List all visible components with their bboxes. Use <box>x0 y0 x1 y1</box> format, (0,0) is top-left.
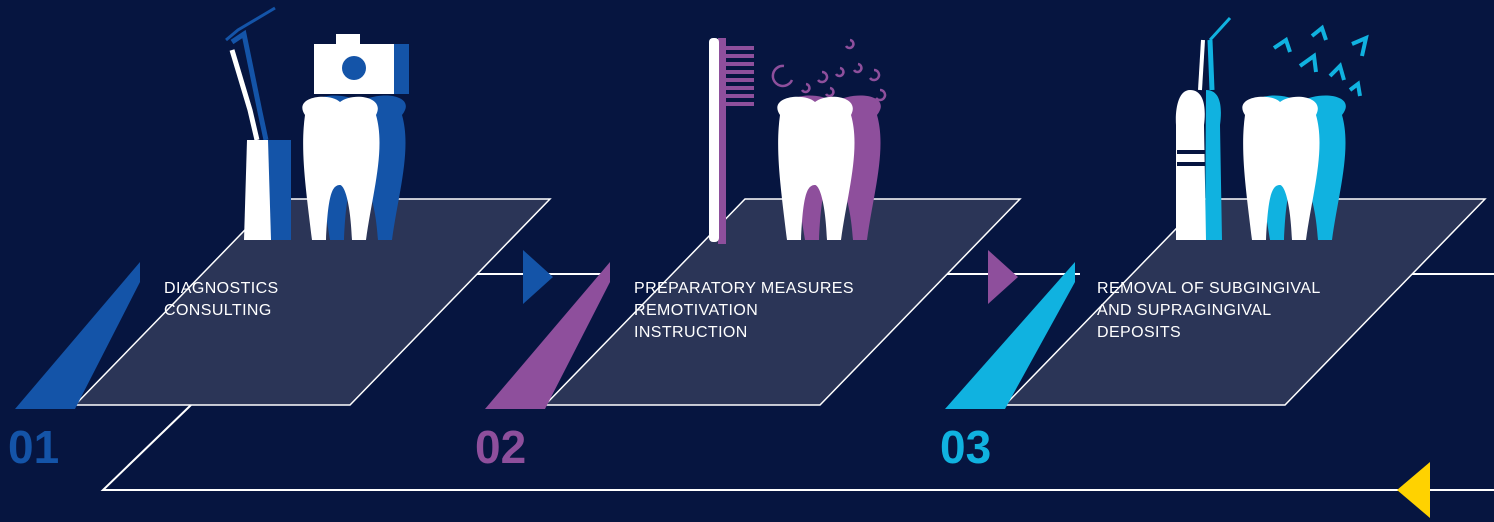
step-panel <box>1003 198 1487 406</box>
tooth-icon <box>777 95 881 240</box>
step-label-line: INSTRUCTION <box>634 324 748 341</box>
step-label-line: AND SUPRAGINGIVAL <box>1097 302 1272 319</box>
camera-icon <box>314 34 409 94</box>
arrow-right-icon <box>523 250 553 304</box>
step-label-line: DIAGNOSTICS <box>164 280 279 297</box>
step-panel <box>543 198 1022 406</box>
step-2-label: PREPARATORY MEASURES REMOTIVATION INSTRU… <box>634 278 854 344</box>
step-label-line: REMOTIVATION <box>634 302 759 319</box>
step-1 <box>15 6 552 409</box>
step-3-number: 03 <box>940 421 992 473</box>
step-panel <box>73 198 552 406</box>
step-label-line: DEPOSITS <box>1097 324 1182 341</box>
ultrasonic-scaler-icon <box>1175 16 1232 240</box>
step-accent <box>15 262 140 409</box>
toothbrush-icon <box>709 38 754 244</box>
return-path-line <box>100 404 1494 491</box>
step-3 <box>945 16 1487 409</box>
arrow-left-icon <box>1397 462 1430 518</box>
step-3-label: REMOVAL OF SUBGINGIVAL AND SUPRAGINGIVAL… <box>1097 278 1321 344</box>
bubbles-icon <box>771 38 887 102</box>
step-2-number: 02 <box>475 421 527 473</box>
tooth-icon <box>1242 95 1346 240</box>
step-1-number: 01 <box>8 421 60 473</box>
arrow-right-icon <box>988 250 1018 304</box>
step-label-line: CONSULTING <box>164 302 272 319</box>
dental-scaler-icon <box>225 6 291 240</box>
step-label-line: REMOVAL OF SUBGINGIVAL <box>1097 280 1321 297</box>
step-1-label: DIAGNOSTICS CONSULTING <box>164 278 279 322</box>
step-accent <box>485 262 610 409</box>
step-accent <box>945 262 1075 409</box>
step-2 <box>485 38 1022 409</box>
step-label-line: PREPARATORY MEASURES <box>634 280 854 297</box>
debris-icon <box>1272 24 1369 97</box>
tooth-icon <box>302 95 406 240</box>
